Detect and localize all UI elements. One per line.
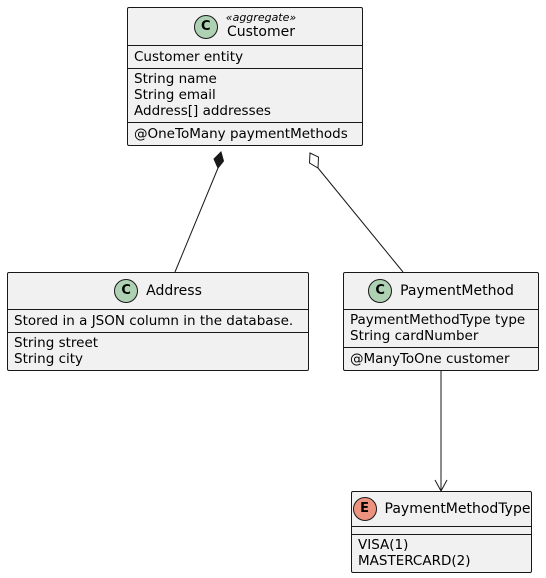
class-name: Customer [226, 24, 295, 40]
class-fields-section: String name String email Address[] addre… [128, 68, 362, 122]
aggregation-edge-customer-paymentmethod [317, 167, 404, 273]
field: Address[] addresses [134, 103, 271, 119]
class-name: Address [146, 282, 202, 299]
class-description: Customer entity [134, 49, 244, 65]
stereotype-label: «aggregate» [225, 11, 297, 24]
enum-value: VISA(1) [358, 537, 409, 553]
enum-value: MASTERCARD(2) [358, 553, 471, 569]
class-icon: C [193, 14, 218, 39]
class-description-section: Stored in a JSON column in the database. [8, 309, 308, 332]
field: PaymentMethodType type [350, 312, 526, 328]
enum-paymentmethodtype[interactable]: E PaymentMethodType VISA(1) MASTERCARD(2… [351, 491, 532, 573]
class-fields-section: PaymentMethodType type String cardNumber [344, 309, 538, 347]
enum-icon: E [352, 497, 377, 521]
class-description-section: Customer entity [128, 45, 362, 68]
field: String street [14, 335, 99, 351]
class-header: C Address [8, 273, 308, 309]
enum-header: E PaymentMethodType [352, 492, 531, 526]
class-description: Stored in a JSON column in the database. [14, 313, 294, 329]
field: String email [134, 87, 216, 103]
class-name: PaymentMethod [400, 282, 514, 299]
class-icon: C [114, 279, 139, 303]
class-paymentmethod[interactable]: C PaymentMethod PaymentMethodType type S… [343, 272, 539, 371]
class-address[interactable]: C Address Stored in a JSON column in the… [7, 272, 309, 371]
class-relations-section: @OneToMany paymentMethods [128, 122, 362, 145]
field: String cardNumber [350, 328, 479, 344]
enum-name: PaymentMethodType [384, 500, 531, 517]
enum-empty-section [352, 526, 531, 534]
relation-field: @ManyToOne customer [350, 351, 510, 367]
class-header: C PaymentMethod [344, 273, 538, 309]
enum-values-section: VISA(1) MASTERCARD(2) [352, 534, 531, 572]
relation-field: @OneToMany paymentMethods [134, 126, 348, 142]
field: String name [134, 71, 217, 87]
class-fields-section: String street String city [8, 332, 308, 370]
aggregation-diamond [308, 152, 320, 169]
composition-edge-customer-address [174, 167, 219, 273]
class-relations-section: @ManyToOne customer [344, 347, 538, 370]
class-icon: C [368, 279, 393, 303]
class-customer[interactable]: C «aggregate» Customer Customer entity S… [127, 7, 363, 146]
class-header: C «aggregate» Customer [128, 8, 362, 45]
composition-diamond [213, 151, 225, 169]
field: String city [14, 351, 84, 367]
